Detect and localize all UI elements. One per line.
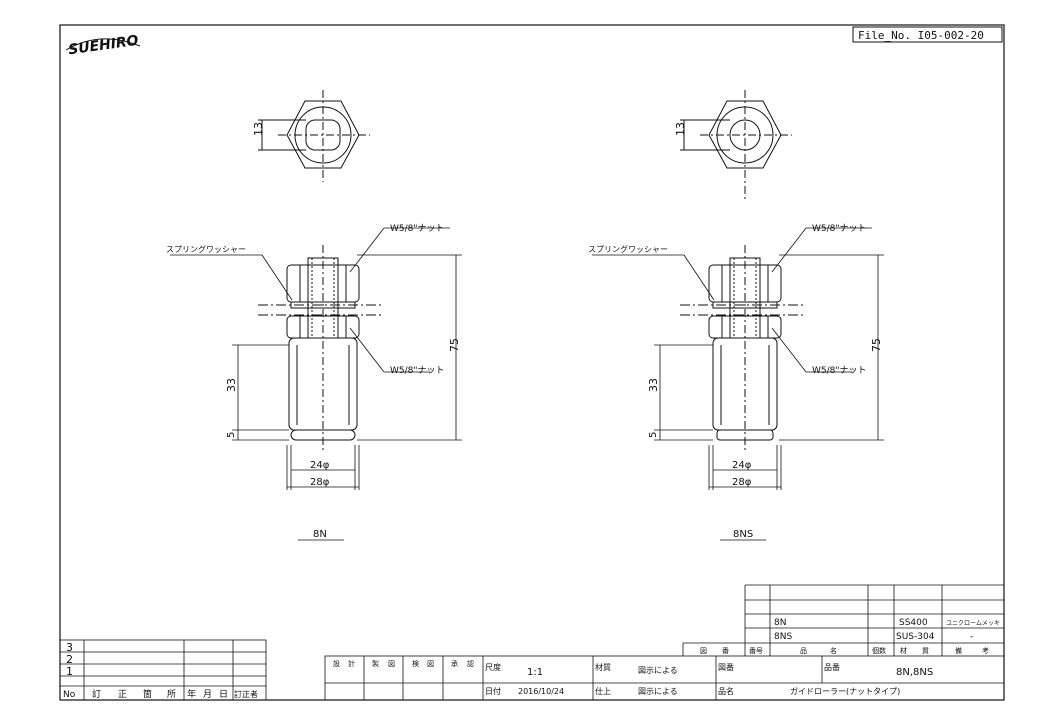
dim-75: 75 [870,338,883,352]
parts-header: 品 [800,647,807,655]
file-no-box [852,26,1003,43]
hex-top-view [258,90,370,182]
sign-label: 図 [427,660,434,668]
parts-row-material: SS400 [899,618,928,628]
spring-washer-label: スプリングワッシャー [588,244,668,254]
sign-label: 図 [388,660,395,668]
product-name-label: 品名 [718,686,734,696]
parts-header: 番 [722,647,729,655]
dim-5: 5 [648,432,659,438]
material-value: 図示による [638,666,678,675]
drawing-no-label: 図番 [718,662,734,672]
finish-value: 図示による [638,687,678,696]
parts-row-note: - [970,632,973,642]
revision-header: 箇 [143,688,152,700]
revision-row-no: 2 [66,653,73,666]
revision-header: 訂正者 [234,689,258,699]
file-no: File_No. I05-002-20 [858,29,984,42]
revision-header: No [63,690,76,700]
revision-row-no: 1 [66,665,73,678]
date-value: 2016/10/24 [518,687,564,696]
revision-header: 日 [219,689,228,700]
parts-header: 備 [955,646,962,655]
parts-header: 図 [700,647,707,655]
dim-28: 28φ [732,477,752,488]
date-label: 日付 [485,686,501,696]
bottom-nut-label: W5/8"ナット [390,365,445,376]
sign-label: 検 [412,659,419,668]
revision-header: 年 [187,688,196,700]
bottom-nut-label: W5/8"ナット [812,365,867,376]
product-name-value: ガイドローラー(ナットタイプ) [790,686,900,696]
scale-value: 1:1 [527,667,543,678]
top-nut-label: W5/8"ナット [812,223,867,234]
hex-top-view [680,90,792,200]
svg-text:SUEHIRO: SUEHIRO [67,33,139,59]
parts-header: 名 [830,646,837,655]
dim-24: 24φ [732,460,752,471]
hex-dim: 13 [252,122,265,136]
parts-header: 個数 [872,646,886,655]
spring-washer-label: スプリングワッシャー [166,244,246,254]
title-block [324,655,1005,701]
parts-header: 材 [900,646,907,655]
top-nut-label: W5/8"ナット [390,223,445,234]
revision-header: 月 [203,689,212,700]
view-8n: 13 [166,90,462,541]
parts-header: 考 [982,647,989,655]
view-8ns: 13 [588,90,884,541]
product-no-label: 品番 [824,662,840,672]
part-name: 8NS [733,529,753,540]
scale-label: 尺度 [485,662,501,672]
revision-header: 所 [167,689,176,700]
revision-header: 正 [118,690,127,700]
parts-row-name: 8NS [774,632,792,642]
revision-table [59,639,267,701]
sign-label: 計 [348,659,355,668]
dim-75: 75 [448,338,461,352]
finish-label: 仕上 [595,686,611,696]
material-label: 材質 [595,662,611,672]
side-view [258,245,383,450]
parts-row-name: 8N [774,618,786,628]
sign-label: 認 [467,659,474,668]
dim-5: 5 [226,432,237,438]
sign-label: 製 [372,659,379,668]
parts-row-material: SUS-304 [896,632,935,642]
side-view [680,245,805,450]
parts-list [682,584,1004,656]
dimension-lines [170,227,462,541]
part-name: 8N [313,529,327,540]
dim-28: 28φ [310,477,330,488]
sign-label: 設 [333,659,340,668]
product-no-value: 8N,8NS [896,667,933,678]
suehiro-logo: SUEHIRO [65,33,141,59]
revision-row-no: 3 [66,641,73,654]
sign-label: 承 [451,659,458,668]
hex-dim: 13 [674,122,687,136]
revision-header: 訂 [92,688,101,700]
dim-33: 33 [647,378,660,392]
dim-33: 33 [225,378,238,392]
dim-24: 24φ [310,460,330,471]
dimension-lines [592,227,884,541]
parts-row-note: ユニクロームメッキ [946,620,1000,627]
parts-header: 番号 [749,647,763,655]
parts-header: 質 [922,646,929,655]
sheet-border [59,24,1005,701]
